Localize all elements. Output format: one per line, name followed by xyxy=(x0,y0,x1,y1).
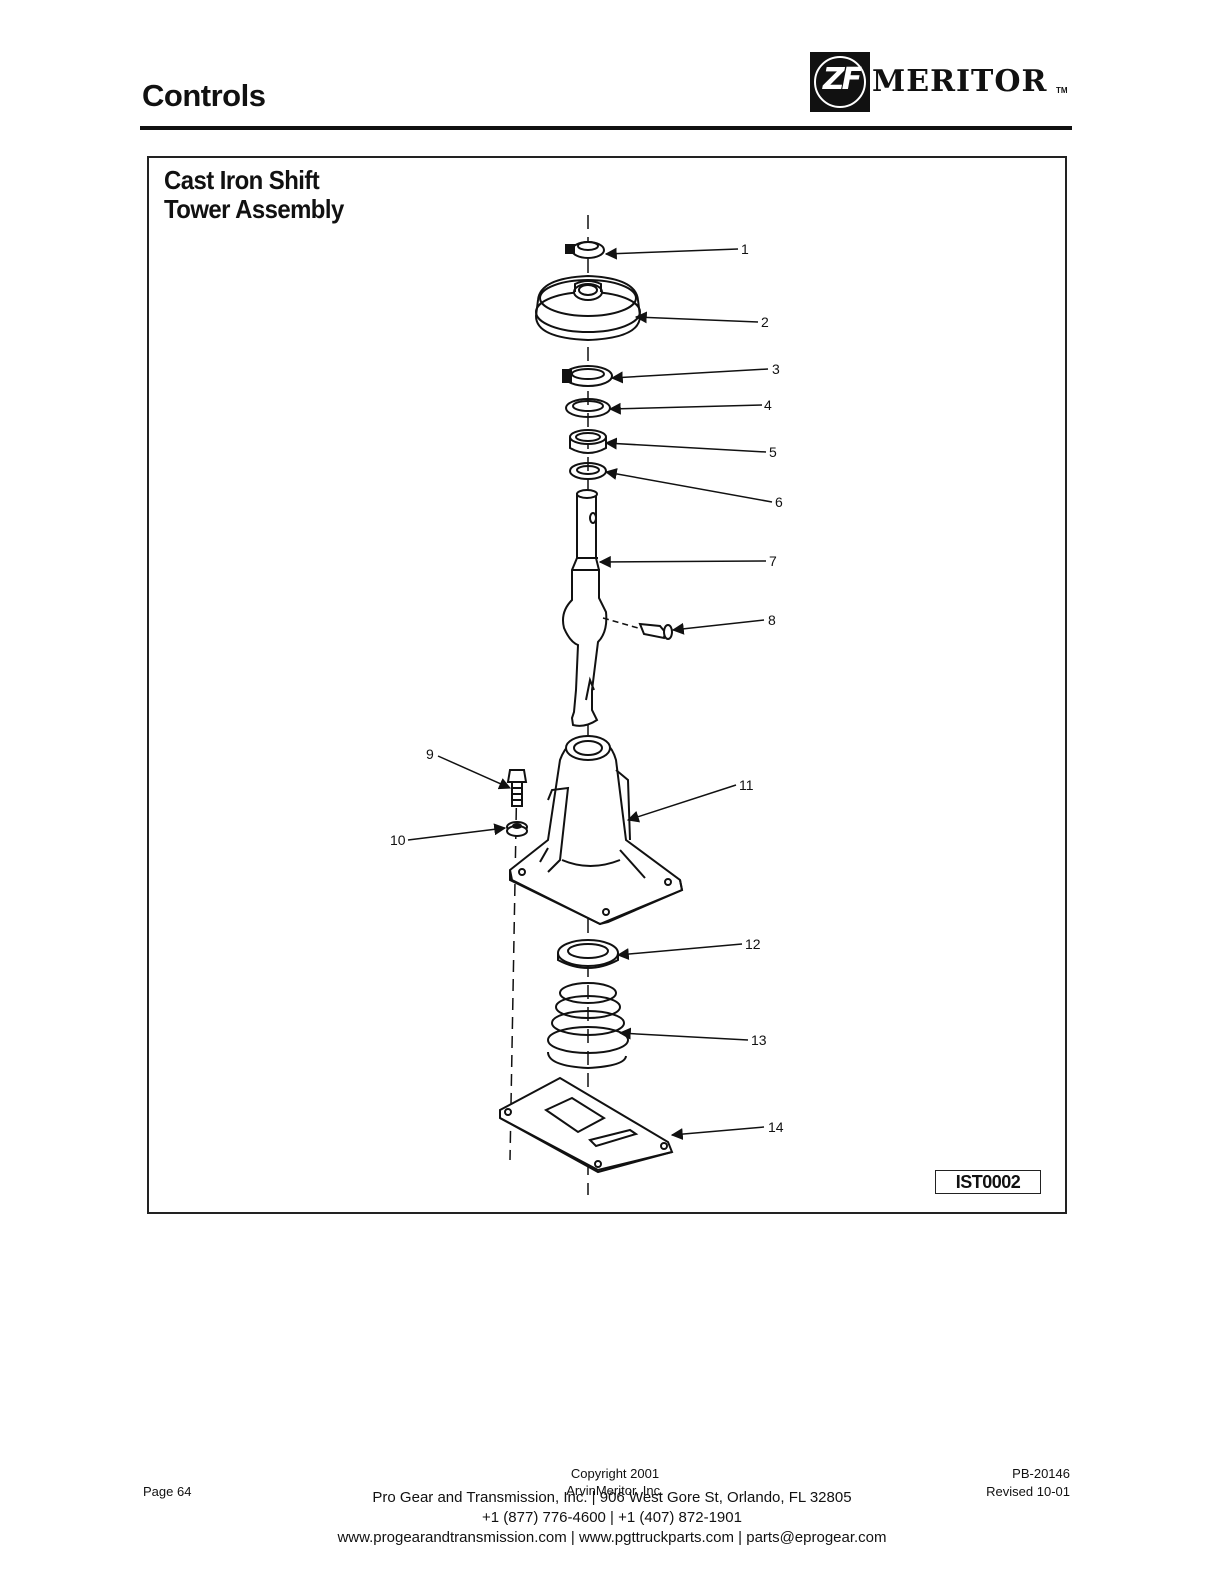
part-13-spring xyxy=(547,982,629,1070)
callout-3: 3 xyxy=(772,361,780,377)
leader-line-4 xyxy=(608,402,763,415)
figure-frame xyxy=(147,156,1067,1214)
header-rule xyxy=(140,126,1072,130)
part-9-bolt xyxy=(506,769,528,807)
callout-6: 6 xyxy=(775,494,783,510)
callout-2: 2 xyxy=(761,314,769,330)
callout-10: 10 xyxy=(390,832,406,848)
contact-info: Pro Gear and Transmission, Inc. | 906 We… xyxy=(0,1488,1224,1548)
callout-7: 7 xyxy=(769,553,777,569)
part-7-shift-lever xyxy=(562,489,608,727)
figure-title-line1: Cast Iron Shift xyxy=(164,165,320,195)
contact-phone: +1 (877) 776-4600 | +1 (407) 872-1901 xyxy=(482,1509,742,1526)
copyright-line2: ArvinMeritor, Inc. xyxy=(566,1483,664,1498)
leader-line-12 xyxy=(616,943,743,961)
figure-title: Cast Iron Shift Tower Assembly xyxy=(164,166,344,224)
page-title: Controls xyxy=(142,78,266,113)
callout-11: 11 xyxy=(739,777,754,793)
leader-line-6 xyxy=(604,468,773,503)
leader-line-10 xyxy=(407,823,507,841)
copyright-notice: Copyright 2001 ArvinMeritor, Inc. xyxy=(0,1465,1224,1499)
contact-address: Pro Gear and Transmission, Inc. | 906 We… xyxy=(372,1489,852,1506)
figure-title-line2: Tower Assembly xyxy=(164,194,344,224)
leader-line-8 xyxy=(671,619,765,635)
part-3-ring xyxy=(562,365,613,387)
part-1-clip xyxy=(565,241,605,259)
callout-5: 5 xyxy=(769,444,777,460)
doc-number: PB-20146 xyxy=(1012,1466,1070,1481)
part-5-bushing xyxy=(569,429,607,454)
revision-date: Revised 10-01 xyxy=(986,1484,1070,1499)
callout-1: 1 xyxy=(741,241,749,257)
copyright-line1: Copyright 2001 xyxy=(570,1466,660,1481)
zf-meritor-logo: ZF MERITOR TM xyxy=(810,52,1072,112)
leader-line-11 xyxy=(626,784,737,823)
part-10-lock-washer xyxy=(506,821,528,837)
part-2-boot xyxy=(534,274,642,342)
callout-13: 13 xyxy=(751,1032,767,1048)
callout-9: 9 xyxy=(426,746,434,762)
trademark-symbol: TM xyxy=(1056,86,1068,95)
zf-logo-mark: ZF xyxy=(810,52,870,112)
part-11-shift-tower xyxy=(509,734,684,926)
callout-12: 12 xyxy=(745,936,761,952)
leader-line-7 xyxy=(598,555,767,568)
leader-line-9 xyxy=(437,755,512,790)
zf-logo-circle xyxy=(814,56,866,108)
callout-4: 4 xyxy=(764,397,772,413)
leader-line-5 xyxy=(604,437,767,453)
leader-line-2 xyxy=(634,311,759,324)
leader-line-14 xyxy=(670,1126,765,1141)
contact-web: www.progearandtransmission.com | www.pgt… xyxy=(337,1529,887,1546)
figure-id-label: IST0002 xyxy=(935,1170,1041,1194)
zf-logo-text: ZF xyxy=(822,62,862,97)
part-12-seal xyxy=(557,939,619,969)
brand-name: MERITOR xyxy=(872,64,1048,99)
part-8-pin xyxy=(602,617,673,640)
document-number: PB-20146 Revised 10-01 xyxy=(986,1465,1070,1501)
part-14-gasket-plate xyxy=(499,1076,674,1174)
callout-14: 14 xyxy=(768,1119,784,1135)
page-number: Page 64 xyxy=(143,1484,192,1499)
leader-line-13 xyxy=(618,1027,749,1041)
leader-line-3 xyxy=(610,368,769,384)
leader-line-1 xyxy=(604,247,739,260)
callout-8: 8 xyxy=(768,612,776,628)
